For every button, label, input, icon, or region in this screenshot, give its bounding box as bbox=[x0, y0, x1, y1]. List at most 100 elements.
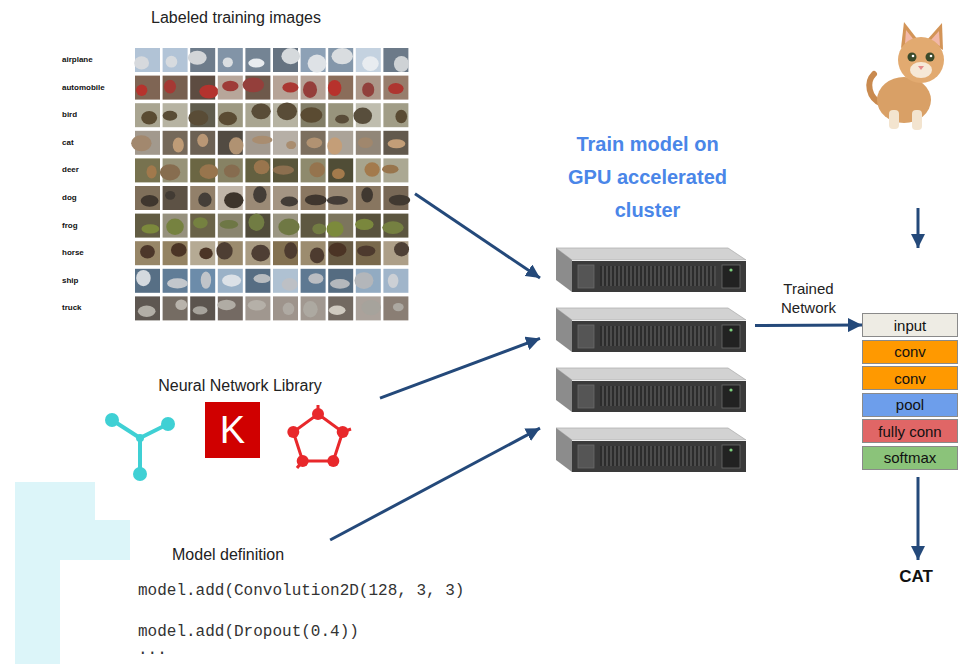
training-image bbox=[163, 48, 188, 72]
training-image bbox=[382, 158, 408, 182]
training-image bbox=[218, 158, 243, 182]
training-image bbox=[383, 269, 408, 293]
training-image bbox=[301, 269, 326, 293]
training-image bbox=[328, 296, 353, 320]
training-image bbox=[218, 131, 244, 155]
training-image bbox=[163, 131, 188, 155]
training-image bbox=[131, 131, 160, 155]
training-image bbox=[273, 296, 298, 320]
cat-photo bbox=[869, 22, 944, 130]
training-image bbox=[190, 296, 215, 320]
model-definition: Model definition model.add(Convolution2D(… bbox=[130, 540, 490, 662]
training-image bbox=[273, 48, 300, 72]
training-image bbox=[356, 186, 381, 210]
training-image bbox=[328, 269, 353, 293]
training-image bbox=[188, 48, 215, 72]
network-layer: pool bbox=[862, 393, 958, 417]
training-image bbox=[383, 186, 410, 210]
network-layer: softmax bbox=[862, 446, 958, 470]
training-image bbox=[190, 269, 215, 293]
training-image bbox=[383, 48, 409, 72]
training-image bbox=[356, 158, 381, 182]
training-image bbox=[356, 241, 381, 265]
server-cluster bbox=[556, 248, 746, 472]
output-arrow bbox=[917, 477, 920, 560]
training-image bbox=[301, 131, 326, 155]
training-image bbox=[301, 48, 327, 73]
training-image bbox=[327, 186, 353, 210]
training-image bbox=[245, 48, 270, 72]
code-line: model.add(Dropout(0.4)) bbox=[138, 623, 488, 641]
training-image bbox=[218, 48, 243, 72]
training-image bbox=[328, 48, 353, 72]
training-image bbox=[190, 76, 218, 100]
training-image bbox=[190, 158, 218, 182]
image-set: Labeled training images airplane automobil… bbox=[55, 8, 415, 323]
training-image bbox=[135, 76, 160, 100]
layer-name: input bbox=[863, 314, 957, 336]
training-image bbox=[245, 214, 270, 238]
training-image bbox=[273, 241, 298, 265]
library-group: Neural Network LibraryK bbox=[100, 372, 380, 477]
layer-name: fully conn bbox=[863, 420, 957, 442]
training-image bbox=[188, 103, 215, 127]
training-image bbox=[135, 269, 160, 293]
training-image bbox=[245, 241, 270, 265]
class-label: airplane bbox=[62, 55, 134, 65]
library-logo-tree bbox=[105, 413, 175, 481]
class-label: truck bbox=[62, 303, 134, 313]
class-label: ship bbox=[62, 276, 134, 286]
training-image bbox=[163, 296, 188, 320]
training-image bbox=[218, 186, 244, 210]
output-label: CAT bbox=[876, 567, 956, 587]
training-image bbox=[383, 131, 408, 155]
class-label: dog bbox=[62, 193, 134, 203]
flow-arrow bbox=[415, 194, 540, 278]
training-image bbox=[355, 214, 381, 238]
section-heading: Labeled training images bbox=[116, 8, 356, 28]
network-layer: input bbox=[862, 313, 958, 337]
training-image-grid bbox=[131, 48, 410, 320]
training-image bbox=[383, 241, 409, 265]
training-image bbox=[245, 158, 270, 182]
training-image bbox=[273, 158, 298, 182]
training-image bbox=[301, 214, 327, 238]
class-label: bird bbox=[62, 110, 134, 120]
training-image bbox=[382, 214, 408, 238]
training-image bbox=[353, 103, 380, 127]
training-image bbox=[163, 241, 188, 265]
watermark-shape bbox=[15, 482, 130, 664]
flow-arrow bbox=[330, 428, 540, 540]
training-image bbox=[301, 158, 326, 182]
class-label: frog bbox=[62, 221, 134, 231]
class-label: deer bbox=[62, 165, 134, 175]
training-image bbox=[383, 76, 408, 100]
training-image bbox=[273, 186, 298, 210]
section-heading: Model definition bbox=[172, 545, 422, 565]
logo-letter: K bbox=[205, 402, 260, 458]
training-image bbox=[135, 296, 160, 320]
training-image bbox=[163, 269, 188, 293]
gpu-cluster: Train model on GPU accelerated cluster bbox=[540, 128, 755, 473]
training-image bbox=[218, 214, 243, 238]
class-label: automobile bbox=[62, 83, 134, 93]
code-line: model.add(Convolution2D(128, 3, 3) bbox=[138, 582, 488, 600]
training-image bbox=[163, 103, 188, 127]
training-image bbox=[383, 103, 408, 127]
training-image bbox=[301, 76, 326, 100]
training-image bbox=[163, 214, 188, 238]
training-image bbox=[273, 102, 298, 127]
cluster-heading: Train model on GPU accelerated cluster bbox=[560, 128, 735, 227]
section-heading: Neural Network Library bbox=[100, 376, 380, 396]
training-image bbox=[327, 214, 354, 238]
training-image bbox=[383, 296, 408, 320]
training-image bbox=[218, 103, 243, 127]
training-image bbox=[327, 131, 353, 155]
training-image bbox=[218, 269, 243, 293]
training-image bbox=[301, 186, 327, 210]
layer-name: pool bbox=[863, 394, 957, 416]
input-arrow bbox=[917, 208, 920, 248]
